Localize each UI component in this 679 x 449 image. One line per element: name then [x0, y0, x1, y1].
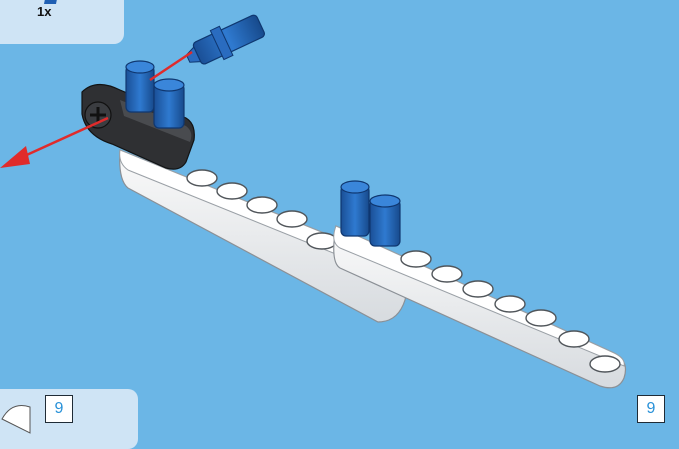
- blue-axle-pin-incoming: [181, 10, 267, 73]
- arrow-head-icon: [0, 146, 30, 168]
- main-step-number: 9: [637, 395, 665, 423]
- blue-pins-on-beam: [341, 181, 400, 246]
- sub-step-number: 9: [45, 395, 73, 423]
- build-step-illustration: [0, 0, 679, 430]
